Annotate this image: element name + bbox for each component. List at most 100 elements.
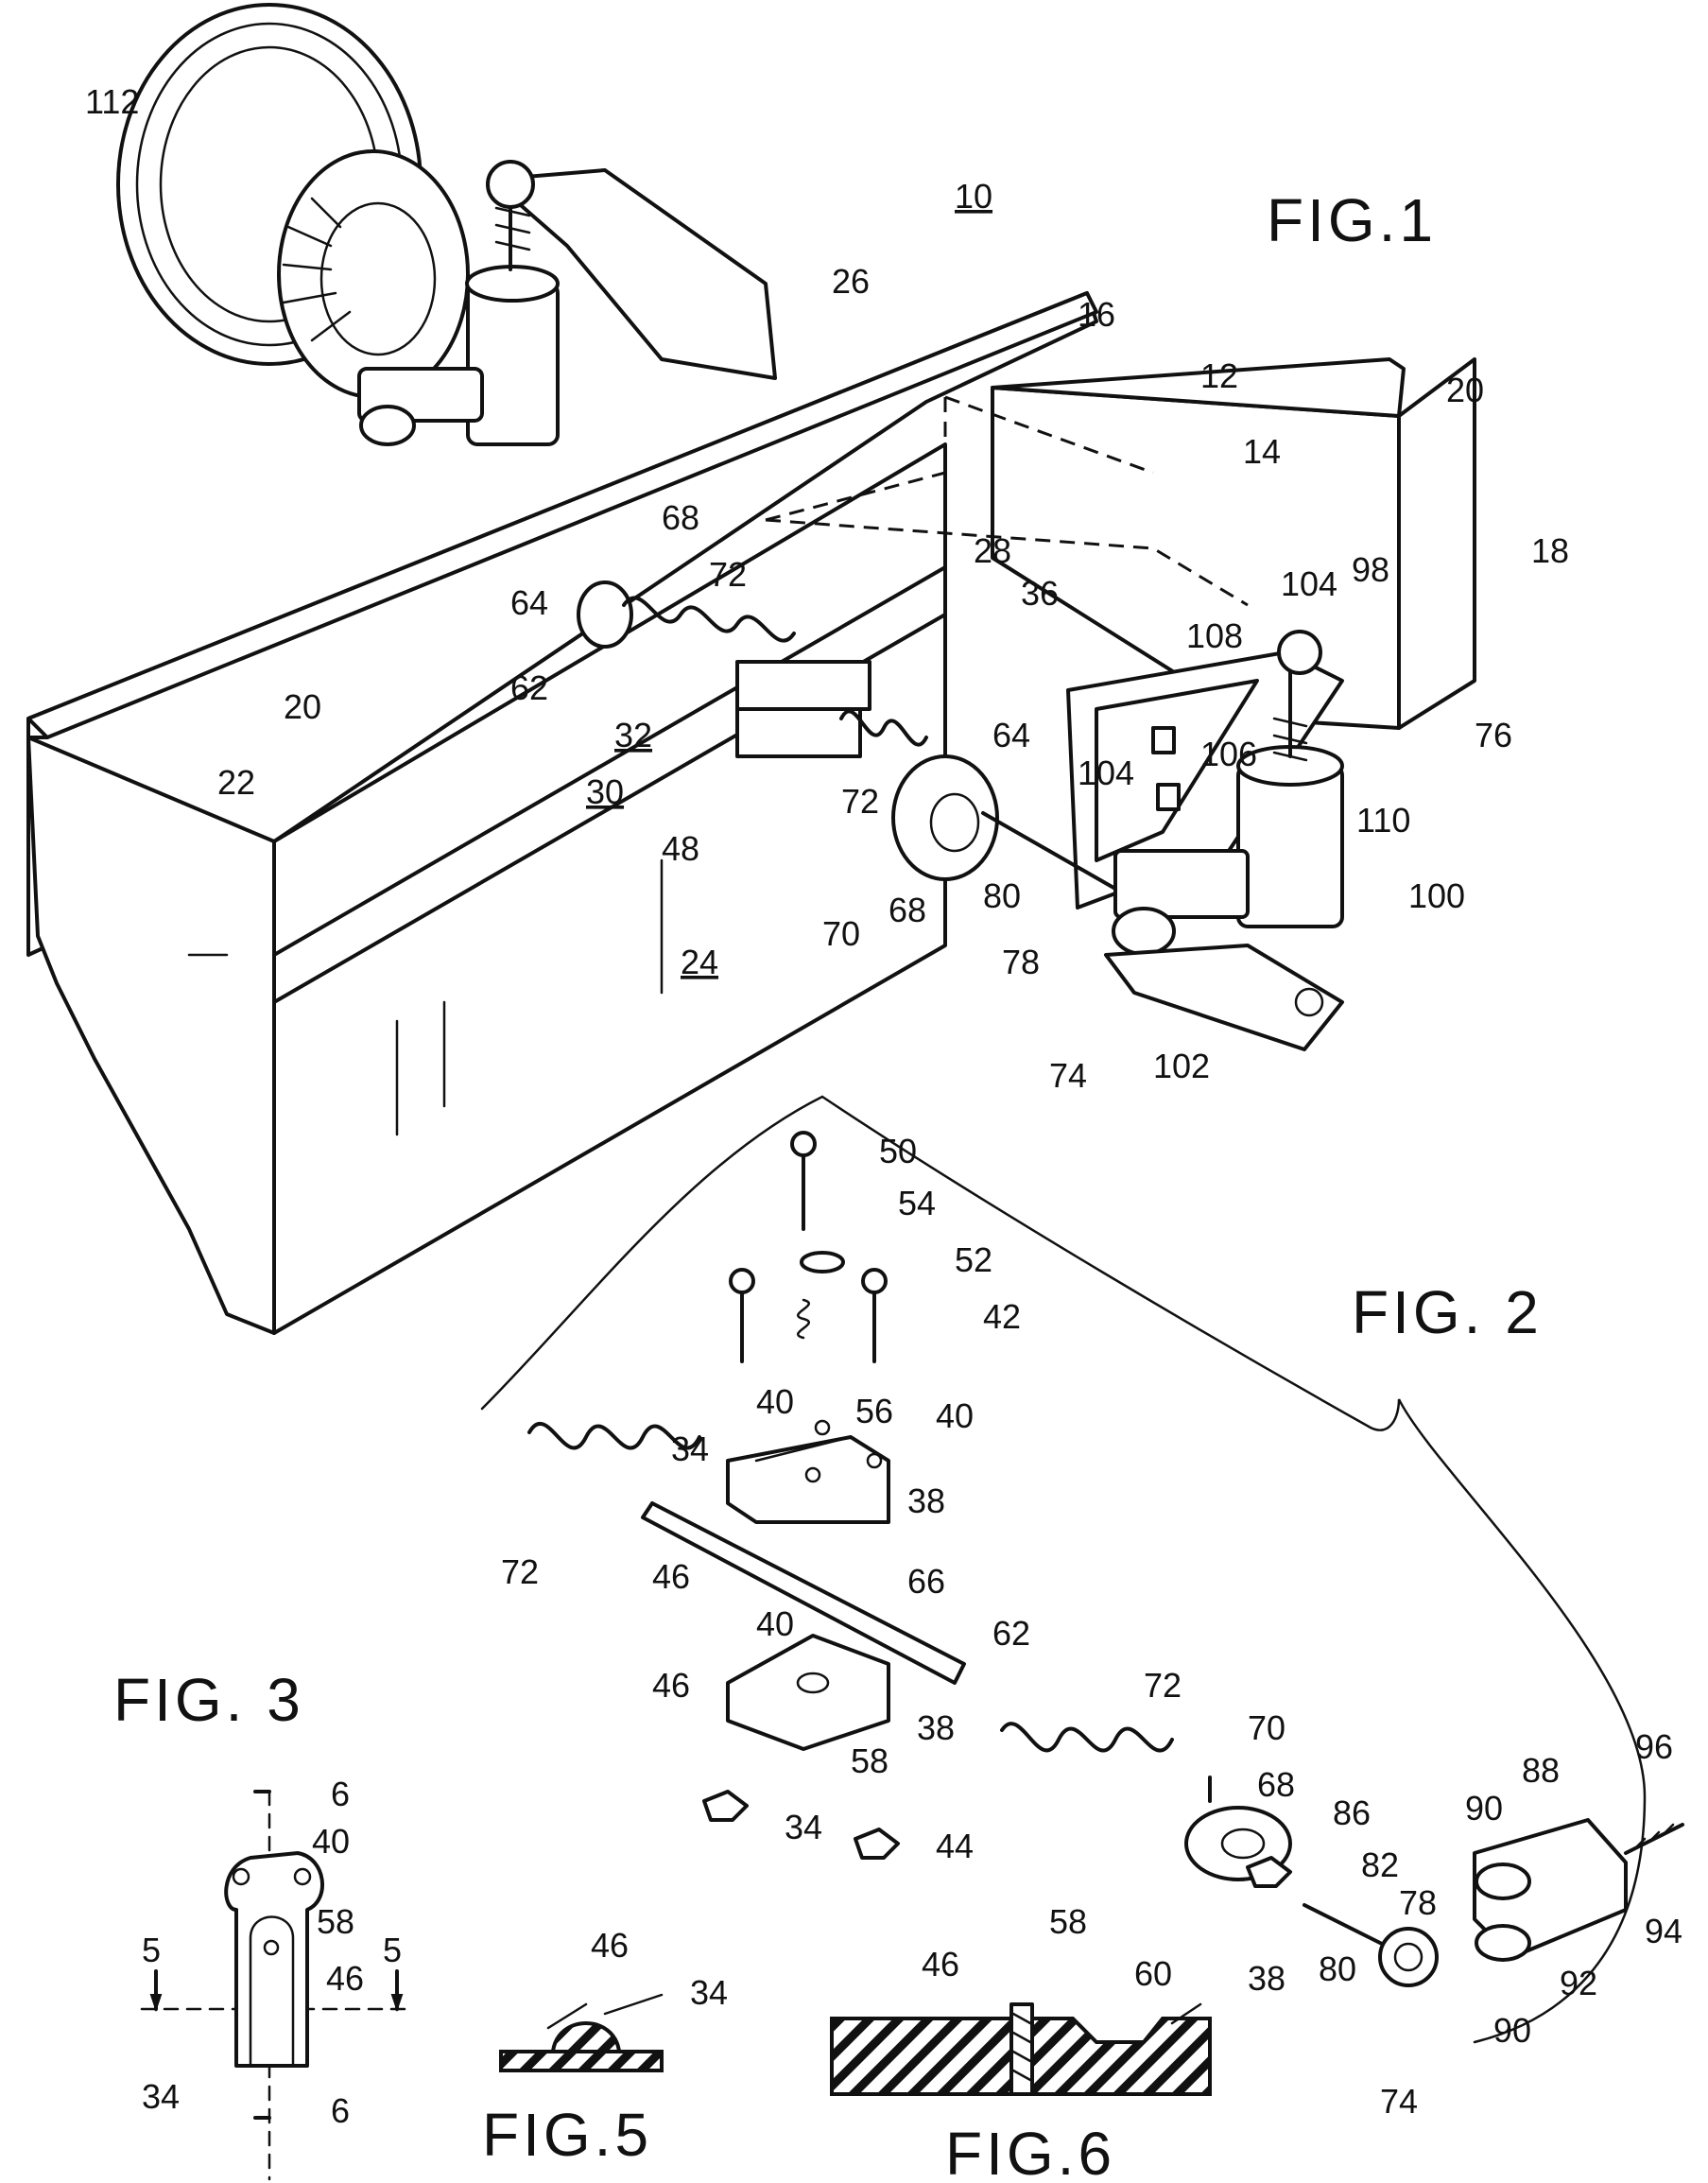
ref-78: 78	[1399, 1883, 1437, 1922]
ref-112: 112	[85, 82, 139, 121]
ref-60: 60	[1134, 1954, 1172, 1993]
ref-28: 28	[974, 531, 1011, 570]
ref-34: 34	[690, 1973, 728, 2012]
ref-78: 78	[1002, 943, 1040, 981]
ref-46-bottom: 46	[652, 1666, 690, 1705]
ref-70: 70	[822, 914, 860, 953]
ref-92: 92	[1560, 1964, 1597, 2002]
ref-14: 14	[1243, 432, 1281, 471]
figure-1-drawing	[26, 3, 1476, 1335]
ref-104-top: 104	[1281, 564, 1337, 603]
ref-38: 38	[1248, 1959, 1285, 1998]
ref-64-left: 64	[510, 583, 548, 622]
ref-58: 58	[317, 1902, 354, 1941]
ref-24: 24	[681, 943, 718, 981]
ref-104-mid: 104	[1078, 754, 1134, 792]
wheel-tire	[116, 3, 470, 399]
ref-70: 70	[1248, 1708, 1285, 1747]
ref-68: 68	[1257, 1765, 1295, 1804]
ref-5-right: 5	[383, 1931, 402, 1969]
ref-80: 80	[983, 876, 1021, 915]
ref-20-left: 20	[284, 687, 321, 726]
ref-5-left: 5	[142, 1931, 161, 1969]
figure-1-title: FIG.1	[1267, 186, 1437, 254]
ref-110: 110	[1356, 801, 1410, 840]
figure-1-labels: FIG.1 112 10 26 16 12 20 14 18 68 72 28 …	[85, 82, 1569, 1095]
figure-3-labels: FIG. 3 6 40 58 5 5 46 34 6	[113, 1666, 402, 2130]
figure-5-drawing	[499, 1993, 664, 2072]
ref-100: 100	[1408, 876, 1465, 915]
ref-72-left: 72	[501, 1552, 539, 1591]
ref-64-right: 64	[992, 716, 1030, 754]
ref-18: 18	[1531, 531, 1569, 570]
ref-46: 46	[326, 1959, 364, 1998]
ref-34-top: 34	[671, 1429, 709, 1468]
figure-2-labels: FIG. 2 50 54 52 42 40 56 40 34 38 72 46 …	[501, 1132, 1682, 2121]
ref-68-top: 68	[662, 498, 699, 537]
ref-62: 62	[992, 1614, 1030, 1653]
ref-30: 30	[586, 772, 624, 811]
ref-98: 98	[1352, 550, 1389, 589]
ref-6-bottom: 6	[331, 2091, 350, 2130]
ref-90-top: 90	[1465, 1789, 1503, 1828]
ref-94: 94	[1645, 1912, 1682, 1950]
ref-54: 54	[898, 1184, 936, 1222]
ref-46: 46	[922, 1945, 959, 1984]
ref-56: 56	[855, 1392, 893, 1430]
ref-90-bottom: 90	[1493, 2011, 1531, 2050]
spring-rod-assembly	[577, 580, 1051, 881]
figure-2-drawing	[480, 1095, 1684, 2044]
ref-62: 62	[510, 668, 548, 707]
ref-72-mid: 72	[841, 782, 879, 821]
ref-32: 32	[614, 716, 652, 754]
figure-2-title: FIG. 2	[1352, 1278, 1543, 1346]
figure-6-title: FIG.6	[945, 2120, 1115, 2183]
figure-5-labels: FIG.5 46 34	[482, 1926, 728, 2169]
ref-34: 34	[142, 2077, 180, 2116]
ref-74: 74	[1049, 1056, 1087, 1095]
ref-42: 42	[983, 1297, 1021, 1336]
ref-68-mid: 68	[889, 891, 926, 929]
ref-50: 50	[879, 1132, 917, 1170]
ref-74: 74	[1380, 2082, 1418, 2121]
front-strut	[357, 160, 777, 446]
figure-3-drawing	[140, 1790, 408, 2181]
rear-strut-assembly	[1047, 630, 1344, 1051]
ref-40: 40	[312, 1822, 350, 1861]
ref-6-top: 6	[331, 1775, 350, 1813]
ref-26: 26	[832, 262, 870, 301]
ref-36: 36	[1021, 574, 1059, 613]
ref-46-top: 46	[652, 1557, 690, 1596]
ref-80: 80	[1319, 1949, 1356, 1988]
ref-58: 58	[1049, 1902, 1087, 1941]
ref-58: 58	[851, 1741, 889, 1780]
ref-20-right: 20	[1446, 371, 1484, 409]
ref-88: 88	[1522, 1751, 1560, 1790]
ref-44: 44	[936, 1827, 974, 1865]
figure-3-title: FIG. 3	[113, 1666, 304, 1734]
ref-96: 96	[1635, 1727, 1673, 1766]
frame-rail	[26, 291, 1098, 1335]
figure-5-title: FIG.5	[482, 2101, 652, 2169]
ref-40-mid: 40	[756, 1604, 794, 1643]
ref-86: 86	[1333, 1793, 1371, 1832]
ref-102: 102	[1153, 1047, 1210, 1085]
ref-38-bottom: 38	[917, 1708, 955, 1747]
ref-46: 46	[591, 1926, 629, 1965]
ref-40-right: 40	[936, 1396, 974, 1435]
ref-12: 12	[1200, 356, 1238, 395]
ref-40-top: 40	[756, 1382, 794, 1421]
ref-16: 16	[1078, 295, 1115, 334]
ref-38-top: 38	[907, 1481, 945, 1520]
ref-66: 66	[907, 1562, 945, 1601]
ref-76: 76	[1475, 716, 1512, 754]
ref-22: 22	[217, 763, 255, 802]
ref-52: 52	[955, 1240, 992, 1279]
ref-82: 82	[1361, 1845, 1399, 1884]
ref-48: 48	[662, 829, 699, 868]
fig2-grouping-bracket	[480, 1095, 1647, 2044]
ref-34-bottom: 34	[785, 1808, 822, 1846]
ref-106: 106	[1200, 735, 1257, 773]
